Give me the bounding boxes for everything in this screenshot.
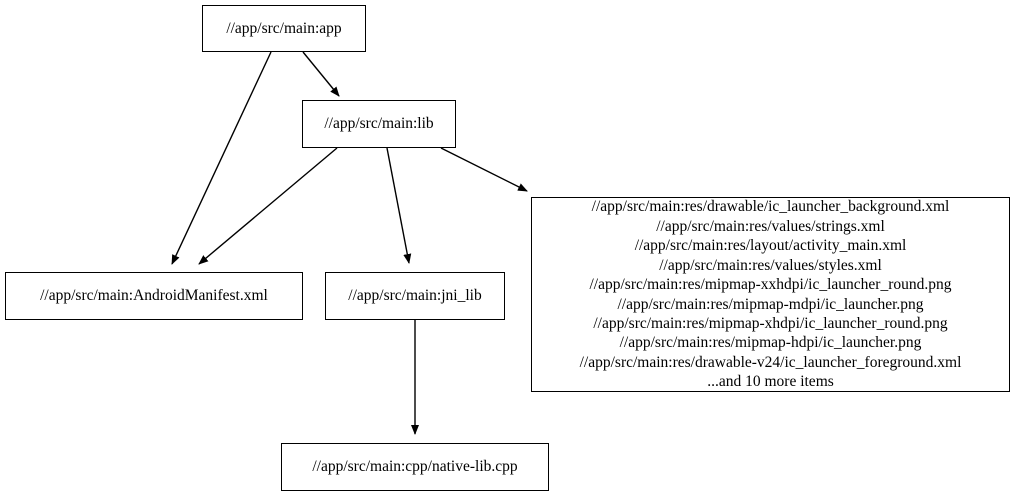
graph-node-res-group[interactable]: //app/src/main:res/drawable/ic_launcher_… <box>531 197 1010 392</box>
graph-node-lib[interactable]: //app/src/main:lib <box>302 100 456 148</box>
graph-edge-app-to-manifest <box>171 51 272 265</box>
graph-node-native-lib[interactable]: //app/src/main:cpp/native-lib.cpp <box>281 443 549 491</box>
graph-node-android-manifest-label: //app/src/main:AndroidManifest.xml <box>40 287 268 305</box>
graph-edge-lib-to-jni-lib <box>386 147 412 264</box>
graph-edge-lib-to-res-group <box>440 147 528 192</box>
graph-node-android-manifest[interactable]: //app/src/main:AndroidManifest.xml <box>5 272 303 320</box>
graph-node-app-label: //app/src/main:app <box>226 19 342 37</box>
graph-edge-lib-to-manifest <box>198 147 338 265</box>
graph-node-res-group-label: //app/src/main:res/drawable/ic_launcher_… <box>579 198 962 391</box>
graph-node-lib-label: //app/src/main:lib <box>324 115 434 133</box>
graph-node-native-lib-label: //app/src/main:cpp/native-lib.cpp <box>312 458 518 476</box>
graph-node-jni-lib[interactable]: //app/src/main:jni_lib <box>325 272 505 320</box>
graph-edge-app-to-lib <box>302 51 340 97</box>
graph-node-app[interactable]: //app/src/main:app <box>202 5 366 52</box>
graph-node-jni-lib-label: //app/src/main:jni_lib <box>348 287 482 305</box>
